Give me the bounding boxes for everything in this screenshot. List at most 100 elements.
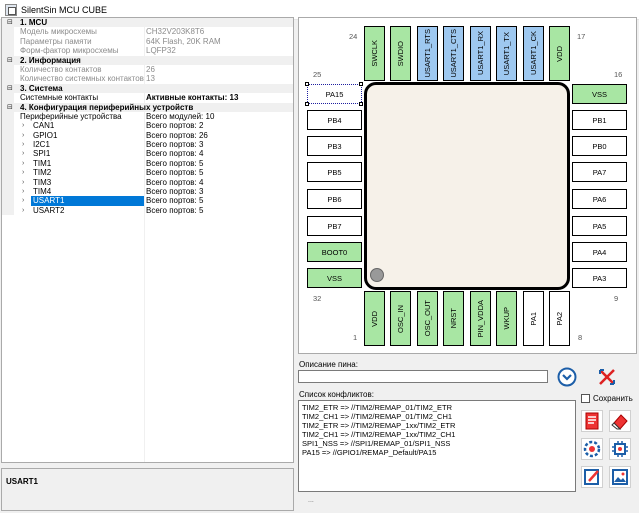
pin-usart1-rts[interactable]: USART1_RTS (417, 26, 438, 81)
column-separator (144, 18, 145, 462)
pin-boot0[interactable]: BOOT0 (307, 242, 362, 262)
expand-arrow-icon[interactable]: › (22, 169, 25, 177)
pin-desc-label: Описание пина: (299, 360, 358, 369)
pin-pb0[interactable]: PB0 (572, 136, 627, 156)
pin-number-24: 24 (349, 32, 358, 41)
pin-pb4[interactable]: PB4 (307, 110, 362, 130)
expand-arrow-icon[interactable]: › (22, 178, 25, 186)
conflict-item[interactable]: SPI1_NSS => //SPI1/REMAP_01/SPI1_NSS (302, 439, 451, 448)
expand-arrow-icon[interactable]: › (22, 197, 25, 205)
pin-usart1-tx[interactable]: USART1_TX (496, 26, 517, 81)
pin-pa1[interactable]: PA1 (523, 291, 544, 346)
gear-icon (583, 440, 601, 458)
conflict-item[interactable]: TIM2_CH1 => //TIM2/REMAP_1xx/TIM2_CH1 (302, 430, 456, 439)
pin-vss-left[interactable]: VSS (307, 268, 362, 288)
settings-button[interactable] (581, 438, 603, 460)
pin-wkup[interactable]: WKUP (496, 291, 517, 346)
save-checkbox[interactable] (581, 394, 590, 403)
pin-vdd-bottom[interactable]: VDD (364, 291, 385, 346)
pin-number-17: 17 (577, 32, 586, 41)
pin-usart1-cts[interactable]: USART1_CTS (443, 26, 464, 81)
selection-handle[interactable] (359, 82, 363, 86)
resize-cross-icon (599, 369, 615, 385)
pin-usart1-rx[interactable]: USART1_RX (470, 26, 491, 81)
pin-usart1-ck[interactable]: USART1_CK (523, 26, 544, 81)
pin-osc-in[interactable]: OSC_IN (390, 291, 411, 346)
pin-pb5[interactable]: PB5 (307, 162, 362, 182)
edit-button[interactable] (581, 466, 603, 488)
selection-handle[interactable] (305, 82, 309, 86)
pin-pb1[interactable]: PB1 (572, 110, 627, 130)
category-info[interactable]: ⊟2. Информация (2, 55, 293, 65)
pin-desc-field[interactable] (298, 370, 548, 383)
conflict-item[interactable]: TIM2_ETR => //TIM2/REMAP_01/TIM2_ETR (302, 403, 453, 412)
collapse-icon[interactable]: ⊟ (7, 56, 13, 64)
pin-vss-right[interactable]: VSS (572, 84, 627, 104)
pin-nrst[interactable]: NRST (443, 291, 464, 346)
pin-swdio[interactable]: SWDIO (390, 26, 411, 81)
conflict-item[interactable]: TIM2_ETR => //TIM2/REMAP_1xx/TIM2_ETR (302, 421, 456, 430)
pin-swclk[interactable]: SWCLK (364, 26, 385, 81)
collapse-icon[interactable]: ⊟ (7, 103, 13, 111)
conflict-item[interactable]: PA15 => //GPIO1/REMAP_Default/PA15 (302, 448, 437, 457)
app-icon (5, 4, 17, 16)
pin-pb3[interactable]: PB3 (307, 136, 362, 156)
pin-vdd-top[interactable]: VDD (549, 26, 570, 81)
document-button[interactable] (581, 410, 603, 432)
collapse-icon[interactable]: ⊟ (7, 84, 13, 92)
collapse-icon[interactable]: ⊟ (7, 19, 13, 26)
pin-pa6[interactable]: PA6 (572, 189, 627, 209)
conflict-item[interactable]: TIM2_CH1 => //TIM2/REMAP_01/TIM2_CH1 (302, 412, 453, 421)
pin-number-8: 8 (578, 333, 583, 342)
expand-arrow-icon[interactable]: › (22, 206, 25, 214)
eraser-button[interactable] (609, 410, 631, 432)
conflicts-list[interactable]: TIM2_ETR => //TIM2/REMAP_01/TIM2_ETR TIM… (298, 400, 576, 492)
image-button[interactable] (609, 466, 631, 488)
selection-handle[interactable] (305, 102, 309, 106)
selection-handle[interactable] (359, 102, 363, 106)
category-system[interactable]: ⊟3. Система (2, 83, 293, 94)
pin-pa7[interactable]: PA7 (572, 162, 627, 182)
expand-arrow-icon[interactable]: › (22, 159, 25, 167)
expand-arrow-icon[interactable]: › (22, 141, 25, 149)
pin-pa5[interactable]: PA5 (572, 216, 627, 236)
expand-arrow-icon[interactable]: › (22, 188, 25, 196)
pin-pa4[interactable]: PA4 (572, 242, 627, 262)
pin-osc-out[interactable]: OSC_OUT (417, 291, 438, 346)
pin-pb6[interactable]: PB6 (307, 189, 362, 209)
chip-button[interactable] (609, 438, 631, 460)
pin-pa2[interactable]: PA2 (549, 291, 570, 346)
status-ellipsis: ... (308, 497, 314, 504)
pin-number-1: 1 (353, 333, 358, 342)
pin-pa15[interactable]: PA15 (307, 84, 362, 104)
expand-arrow-icon[interactable]: › (22, 122, 25, 130)
pin-pb7[interactable]: PB7 (307, 216, 362, 236)
reset-button[interactable] (596, 366, 618, 388)
pin-vdda[interactable]: PIN_VDDA (470, 291, 491, 346)
expand-arrow-icon[interactable]: › (22, 150, 25, 158)
expand-arrow-icon[interactable]: › (22, 131, 25, 139)
expand-button[interactable] (556, 366, 578, 388)
pin-pa3[interactable]: PA3 (572, 268, 627, 288)
category-peripherals[interactable]: ⊟4. Конфигурация периферийных устройств (2, 102, 293, 112)
chevron-down-circle-icon (557, 367, 577, 387)
category-mcu[interactable]: ⊟1. MCU (2, 18, 293, 28)
